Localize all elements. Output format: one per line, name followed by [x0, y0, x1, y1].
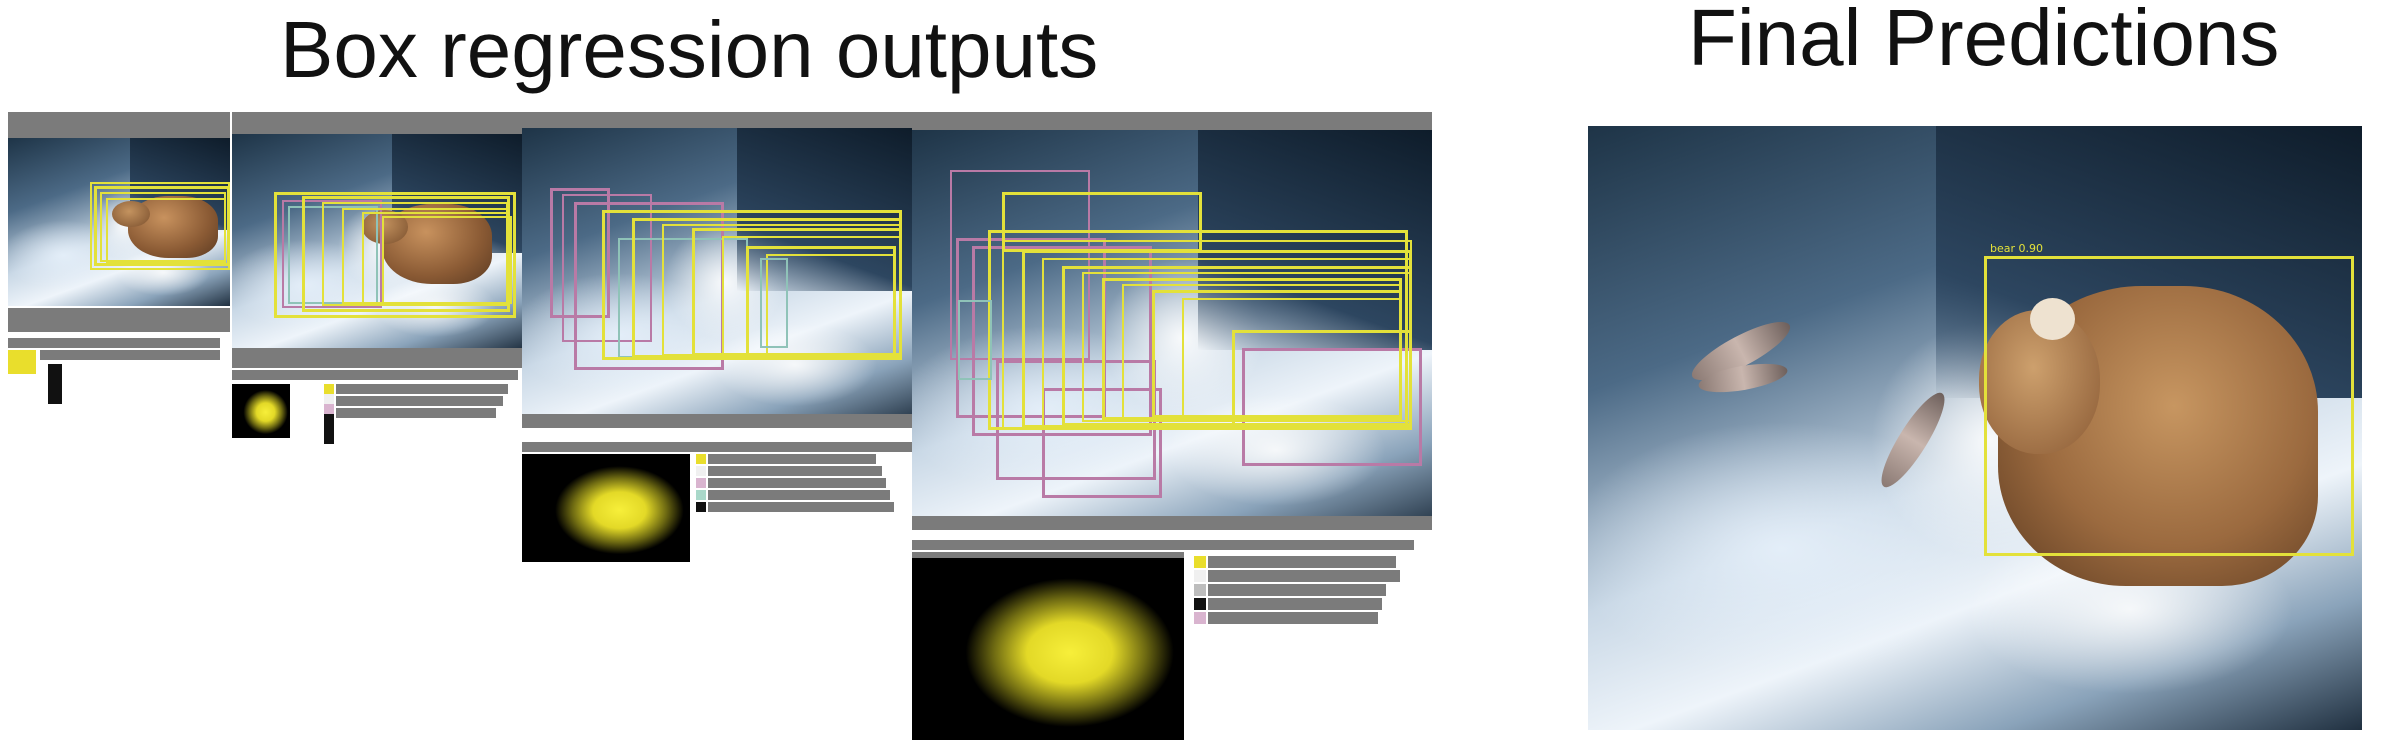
- panel-footer-bar: [912, 516, 1432, 530]
- bbox: [90, 182, 230, 270]
- stat-bar: [912, 540, 1414, 550]
- swatch-white: [1194, 570, 1206, 582]
- scene-image: [912, 130, 1432, 530]
- final-prediction-image: bear 0.90: [1588, 126, 2362, 730]
- bbox: [562, 194, 652, 342]
- panel-footer-bar: [232, 348, 522, 368]
- swatch-black: [48, 364, 62, 404]
- bbox: [1182, 298, 1402, 418]
- stat-bar: [1208, 570, 1400, 582]
- stat-bar: [1208, 612, 1378, 624]
- scene-image: [8, 138, 230, 306]
- swatch-yellow: [8, 350, 36, 374]
- panel-header-bar: [8, 112, 230, 138]
- regression-panel-4: [912, 112, 1432, 740]
- bbox: [972, 246, 1152, 436]
- scene-image: [232, 134, 522, 350]
- stat-bar: [336, 384, 508, 394]
- regression-panel-1: [8, 112, 230, 432]
- stat-bar: [912, 552, 1184, 562]
- swatch-yellow: [696, 454, 706, 464]
- bbox: [302, 196, 510, 312]
- bbox: [950, 170, 1090, 360]
- swatch-cyan: [696, 490, 706, 500]
- stat-bar: [1208, 598, 1382, 610]
- bear-shape: [111, 196, 218, 258]
- activation-heatmap: [522, 454, 690, 562]
- stat-bar: [8, 338, 220, 348]
- swatch-yellow: [1194, 556, 1206, 568]
- stat-bar: [708, 478, 886, 488]
- stat-bar: [708, 490, 890, 500]
- bbox: [362, 212, 508, 306]
- swatch-pink: [324, 404, 334, 414]
- swatch-pink: [696, 478, 706, 488]
- bbox: [382, 216, 512, 304]
- panel-header-bar: [912, 112, 1432, 130]
- stat-bar: [40, 350, 220, 360]
- bbox: [274, 192, 516, 318]
- panel-header-bar: [522, 112, 912, 128]
- title-final-predictions: Final Predictions: [1688, 0, 2280, 82]
- activation-heatmap: [912, 558, 1184, 740]
- panel-header-bar: [232, 112, 522, 134]
- prediction-label: bear 0.90: [1990, 242, 2044, 255]
- bbox: [106, 198, 226, 264]
- swatch-yellow: [324, 384, 334, 394]
- bear-shape: [1978, 286, 2318, 586]
- activation-heatmap: [232, 384, 290, 438]
- stat-bar: [336, 396, 503, 406]
- bbox: [1232, 330, 1412, 430]
- swatch-white: [696, 466, 706, 476]
- bbox: [760, 258, 788, 348]
- swatch-black: [324, 414, 334, 444]
- stat-bar: [708, 502, 894, 512]
- stat-bar: [708, 454, 876, 464]
- bbox: [282, 200, 382, 308]
- panel-footer-bar: [522, 414, 912, 428]
- stat-bar: [522, 442, 912, 452]
- bbox: [958, 300, 992, 380]
- bbox: [1242, 348, 1422, 466]
- bbox: [550, 188, 610, 318]
- regression-panel-3: [522, 112, 912, 572]
- scene-image: [522, 128, 912, 424]
- swatch-pink: [1194, 612, 1206, 624]
- swatch-white: [324, 394, 334, 404]
- salmon-shape: [1871, 385, 1955, 495]
- prediction-bbox: [1984, 256, 2354, 556]
- regression-panel-2: [232, 112, 522, 462]
- swatch-black: [1194, 598, 1206, 610]
- title-box-regression: Box regression outputs: [280, 5, 1099, 94]
- swatch-black: [696, 502, 706, 512]
- panel-footer-bar: [8, 308, 230, 332]
- stat-bar: [1208, 556, 1396, 568]
- bbox: [766, 254, 896, 358]
- stat-bar: [232, 370, 518, 380]
- bbox: [288, 206, 378, 304]
- stat-bar: [1208, 584, 1386, 596]
- swatch-gray: [1194, 584, 1206, 596]
- stat-bar: [708, 466, 882, 476]
- stat-bar: [336, 408, 496, 418]
